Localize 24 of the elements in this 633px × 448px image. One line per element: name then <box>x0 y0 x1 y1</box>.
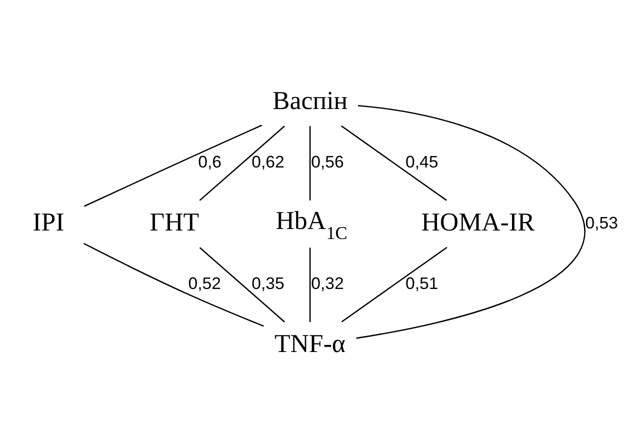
edge-label: 0,52 <box>188 274 221 294</box>
connector <box>340 125 447 201</box>
edge-label: 0,62 <box>252 152 284 172</box>
edge-label: 0,53 <box>585 213 618 232</box>
node-text: TNF-α <box>274 329 346 358</box>
edge-label: 0,35 <box>252 274 284 294</box>
node-text: Васпін <box>272 86 348 115</box>
connector <box>309 126 311 200</box>
edge-label: 0,32 <box>311 274 344 294</box>
node-text: IPI <box>32 207 64 236</box>
node-text: ГНТ <box>150 207 200 236</box>
node-text: HbA$_{1C}$ <box>276 206 348 244</box>
node-text: HOMA-IR <box>421 207 535 236</box>
connector <box>199 247 286 322</box>
connector <box>309 248 311 322</box>
edge-label: 0,56 <box>311 152 344 172</box>
connector <box>199 126 285 201</box>
edge-label: 0,51 <box>406 274 438 294</box>
connector <box>84 124 262 207</box>
edge-label: 0,45 <box>406 152 438 172</box>
connector <box>356 104 585 339</box>
connector <box>83 242 264 327</box>
edge-label: 0,6 <box>198 152 222 172</box>
connector <box>341 246 448 322</box>
